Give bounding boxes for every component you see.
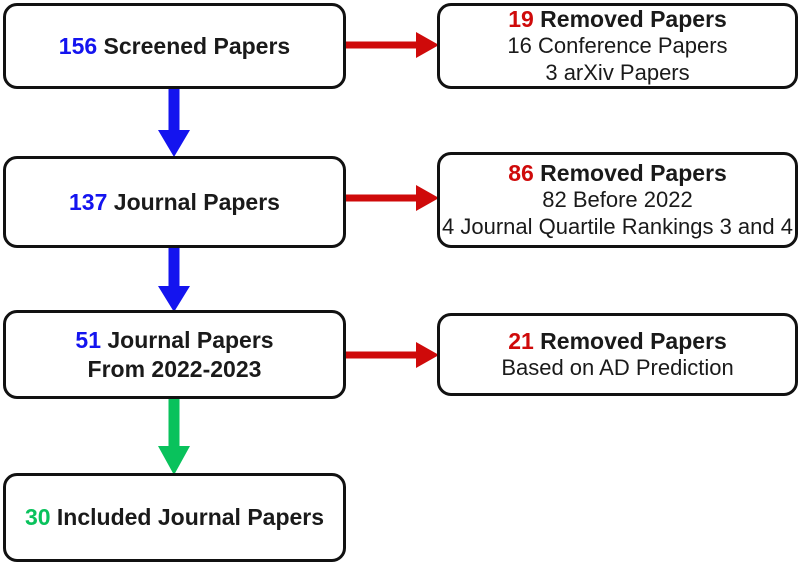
node-journal22-text: 51 Journal Papers <box>75 326 273 354</box>
node-journal22-years: From 2022-2023 <box>87 355 262 382</box>
blue-arrow-journal-to-2022 <box>156 247 192 313</box>
node-removed3-heading: 21 Removed Papers <box>508 327 727 355</box>
node-removed1-label: Removed Papers <box>533 6 727 33</box>
node-removed2-detail-1: 82 Before 2022 <box>542 187 693 213</box>
node-removed1-count: 19 <box>508 6 534 33</box>
node-screened-count: 156 <box>58 32 98 59</box>
red-arrow-journal-to-removed2 <box>344 181 440 215</box>
node-removed-papers-3[interactable]: 21 Removed Papers Based on AD Prediction <box>437 313 798 396</box>
node-removed2-heading: 86 Removed Papers <box>508 159 727 187</box>
node-removed1-heading: 19 Removed Papers <box>508 5 727 33</box>
node-removed2-detail-2: 4 Journal Quartile Rankings 3 and 4 <box>442 214 793 240</box>
node-journal-count: 137 <box>69 188 108 215</box>
node-journal-papers-2022-2023[interactable]: 51 Journal Papers From 2022-2023 <box>3 310 346 399</box>
node-removed3-detail-1: Based on AD Prediction <box>501 355 734 381</box>
node-removed-papers-1[interactable]: 19 Removed Papers 16 Conference Papers 3… <box>437 3 798 89</box>
node-removed3-count: 21 <box>508 328 534 355</box>
node-included-label: Included Journal Papers <box>50 504 325 531</box>
node-removed-papers-2[interactable]: 86 Removed Papers 82 Before 2022 4 Journ… <box>437 152 798 248</box>
node-journal-text: 137 Journal Papers <box>69 188 280 216</box>
blue-arrow-screened-to-journal <box>156 88 192 158</box>
node-included-journal-papers[interactable]: 30 Included Journal Papers <box>3 473 346 562</box>
node-screened-text: 156 Screened Papers <box>59 32 290 60</box>
red-arrow-2022-to-removed3 <box>344 338 440 372</box>
node-journal22-label: Journal Papers <box>101 327 274 354</box>
node-removed3-label: Removed Papers <box>533 328 727 355</box>
red-arrow-screened-to-removed1 <box>344 28 440 62</box>
node-removed2-label: Removed Papers <box>533 160 727 187</box>
node-journal-label: Journal Papers <box>107 188 280 215</box>
node-included-count: 30 <box>24 504 51 531</box>
node-journal22-count: 51 <box>75 327 101 354</box>
node-journal-papers[interactable]: 137 Journal Papers <box>3 156 346 248</box>
node-included-text: 30 Included Journal Papers <box>25 503 324 531</box>
node-screened-label: Screened Papers <box>97 32 291 59</box>
node-removed1-detail-1: 16 Conference Papers <box>507 33 728 59</box>
node-screened-papers[interactable]: 156 Screened Papers <box>3 3 346 89</box>
green-arrow-2022-to-included <box>156 398 192 476</box>
node-removed1-detail-2: 3 arXiv Papers <box>545 60 690 86</box>
node-removed2-count: 86 <box>508 160 534 187</box>
